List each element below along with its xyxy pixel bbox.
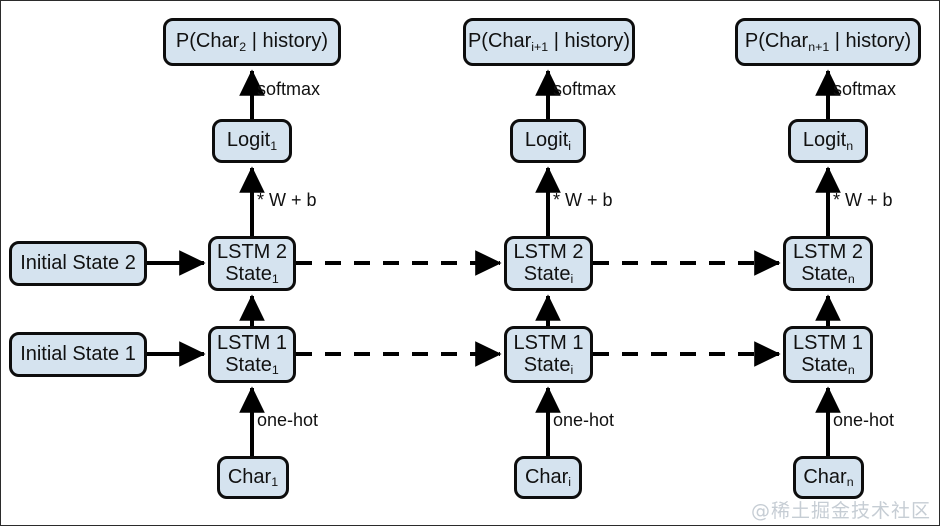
lstm2-node-step-n-layer: LSTM 2 [792, 240, 864, 263]
prob-node-step-i: P(Chari+1 | history) [463, 18, 635, 66]
lstm1-node-step-i-layer: LSTM 1 [513, 331, 584, 354]
lstm1-node-step-i-state: Statei [523, 353, 574, 377]
char-node-step-n-label: Charn [803, 465, 854, 490]
logit-node-step-n: Logitn [788, 119, 868, 163]
prob-node-step-n-label: P(Charn+1 | history) [744, 30, 912, 54]
initial-state-2-node: Initial State 2 [9, 241, 147, 286]
lstm1-node-step-n-layer: LSTM 1 [792, 331, 864, 354]
lstm1-node-step-1-state: State1 [225, 353, 279, 377]
onehot-label-step-n: one-hot [833, 410, 895, 430]
softmax-label-step-1: softmax [257, 79, 321, 99]
logit-node-step-i: Logiti [510, 119, 586, 163]
projection-label-step-n: * W + b [833, 190, 893, 210]
lstm1-node-step-1-layer: LSTM 1 [216, 331, 288, 354]
logit-node-step-1: Logit1 [212, 119, 292, 163]
projection-label-step-1: * W + b [257, 190, 317, 210]
prob-node-step-i-label: P(Chari+1 | history) [467, 30, 631, 54]
initial-state-2-label: Initial State 2 [20, 251, 136, 274]
logit-node-step-n-label: Logitn [802, 129, 854, 153]
lstm2-node-step-1-state: State1 [225, 262, 279, 286]
softmax-label-step-n: softmax [833, 79, 897, 99]
prob-node-step-n: P(Charn+1 | history) [735, 18, 921, 66]
char-node-step-n: Charn [793, 456, 864, 499]
onehot-label-step-1: one-hot [257, 410, 319, 430]
char-node-step-1: Char1 [217, 456, 289, 499]
lstm1-node-step-n-state: Staten [801, 353, 855, 377]
lstm2-node-step-i: LSTM 2 Statei [504, 236, 593, 291]
logit-node-step-1-label: Logit1 [226, 129, 278, 153]
lstm2-node-step-n-state: Staten [801, 262, 855, 286]
projection-label-step-i: * W + b [553, 190, 613, 210]
lstm2-node-step-i-layer: LSTM 2 [513, 240, 584, 263]
initial-state-1-label: Initial State 1 [20, 342, 136, 365]
char-node-step-i: Chari [514, 456, 582, 499]
watermark: @稀土掘金技术社区 [750, 500, 931, 522]
char-node-step-i-label: Chari [524, 465, 572, 490]
initial-state-1-node: Initial State 1 [9, 332, 147, 377]
lstm2-node-step-i-state: Statei [523, 262, 574, 286]
prob-node-step-1: P(Char2 | history) [163, 18, 341, 66]
char-node-step-1-label: Char1 [227, 465, 279, 490]
lstm1-node-step-i: LSTM 1 Statei [504, 326, 593, 383]
prob-node-step-1-label: P(Char2 | history) [175, 30, 329, 54]
logit-node-step-i-label: Logiti [524, 129, 572, 153]
lstm2-node-step-1-layer: LSTM 2 [216, 240, 288, 263]
lstm1-node-step-1: LSTM 1 State1 [208, 326, 296, 383]
lstm2-node-step-n: LSTM 2 Staten [783, 236, 873, 291]
lstm2-node-step-1: LSTM 2 State1 [208, 236, 296, 291]
onehot-label-step-i: one-hot [553, 410, 615, 430]
lstm1-node-step-n: LSTM 1 Staten [783, 326, 873, 383]
softmax-label-step-i: softmax [553, 79, 617, 99]
